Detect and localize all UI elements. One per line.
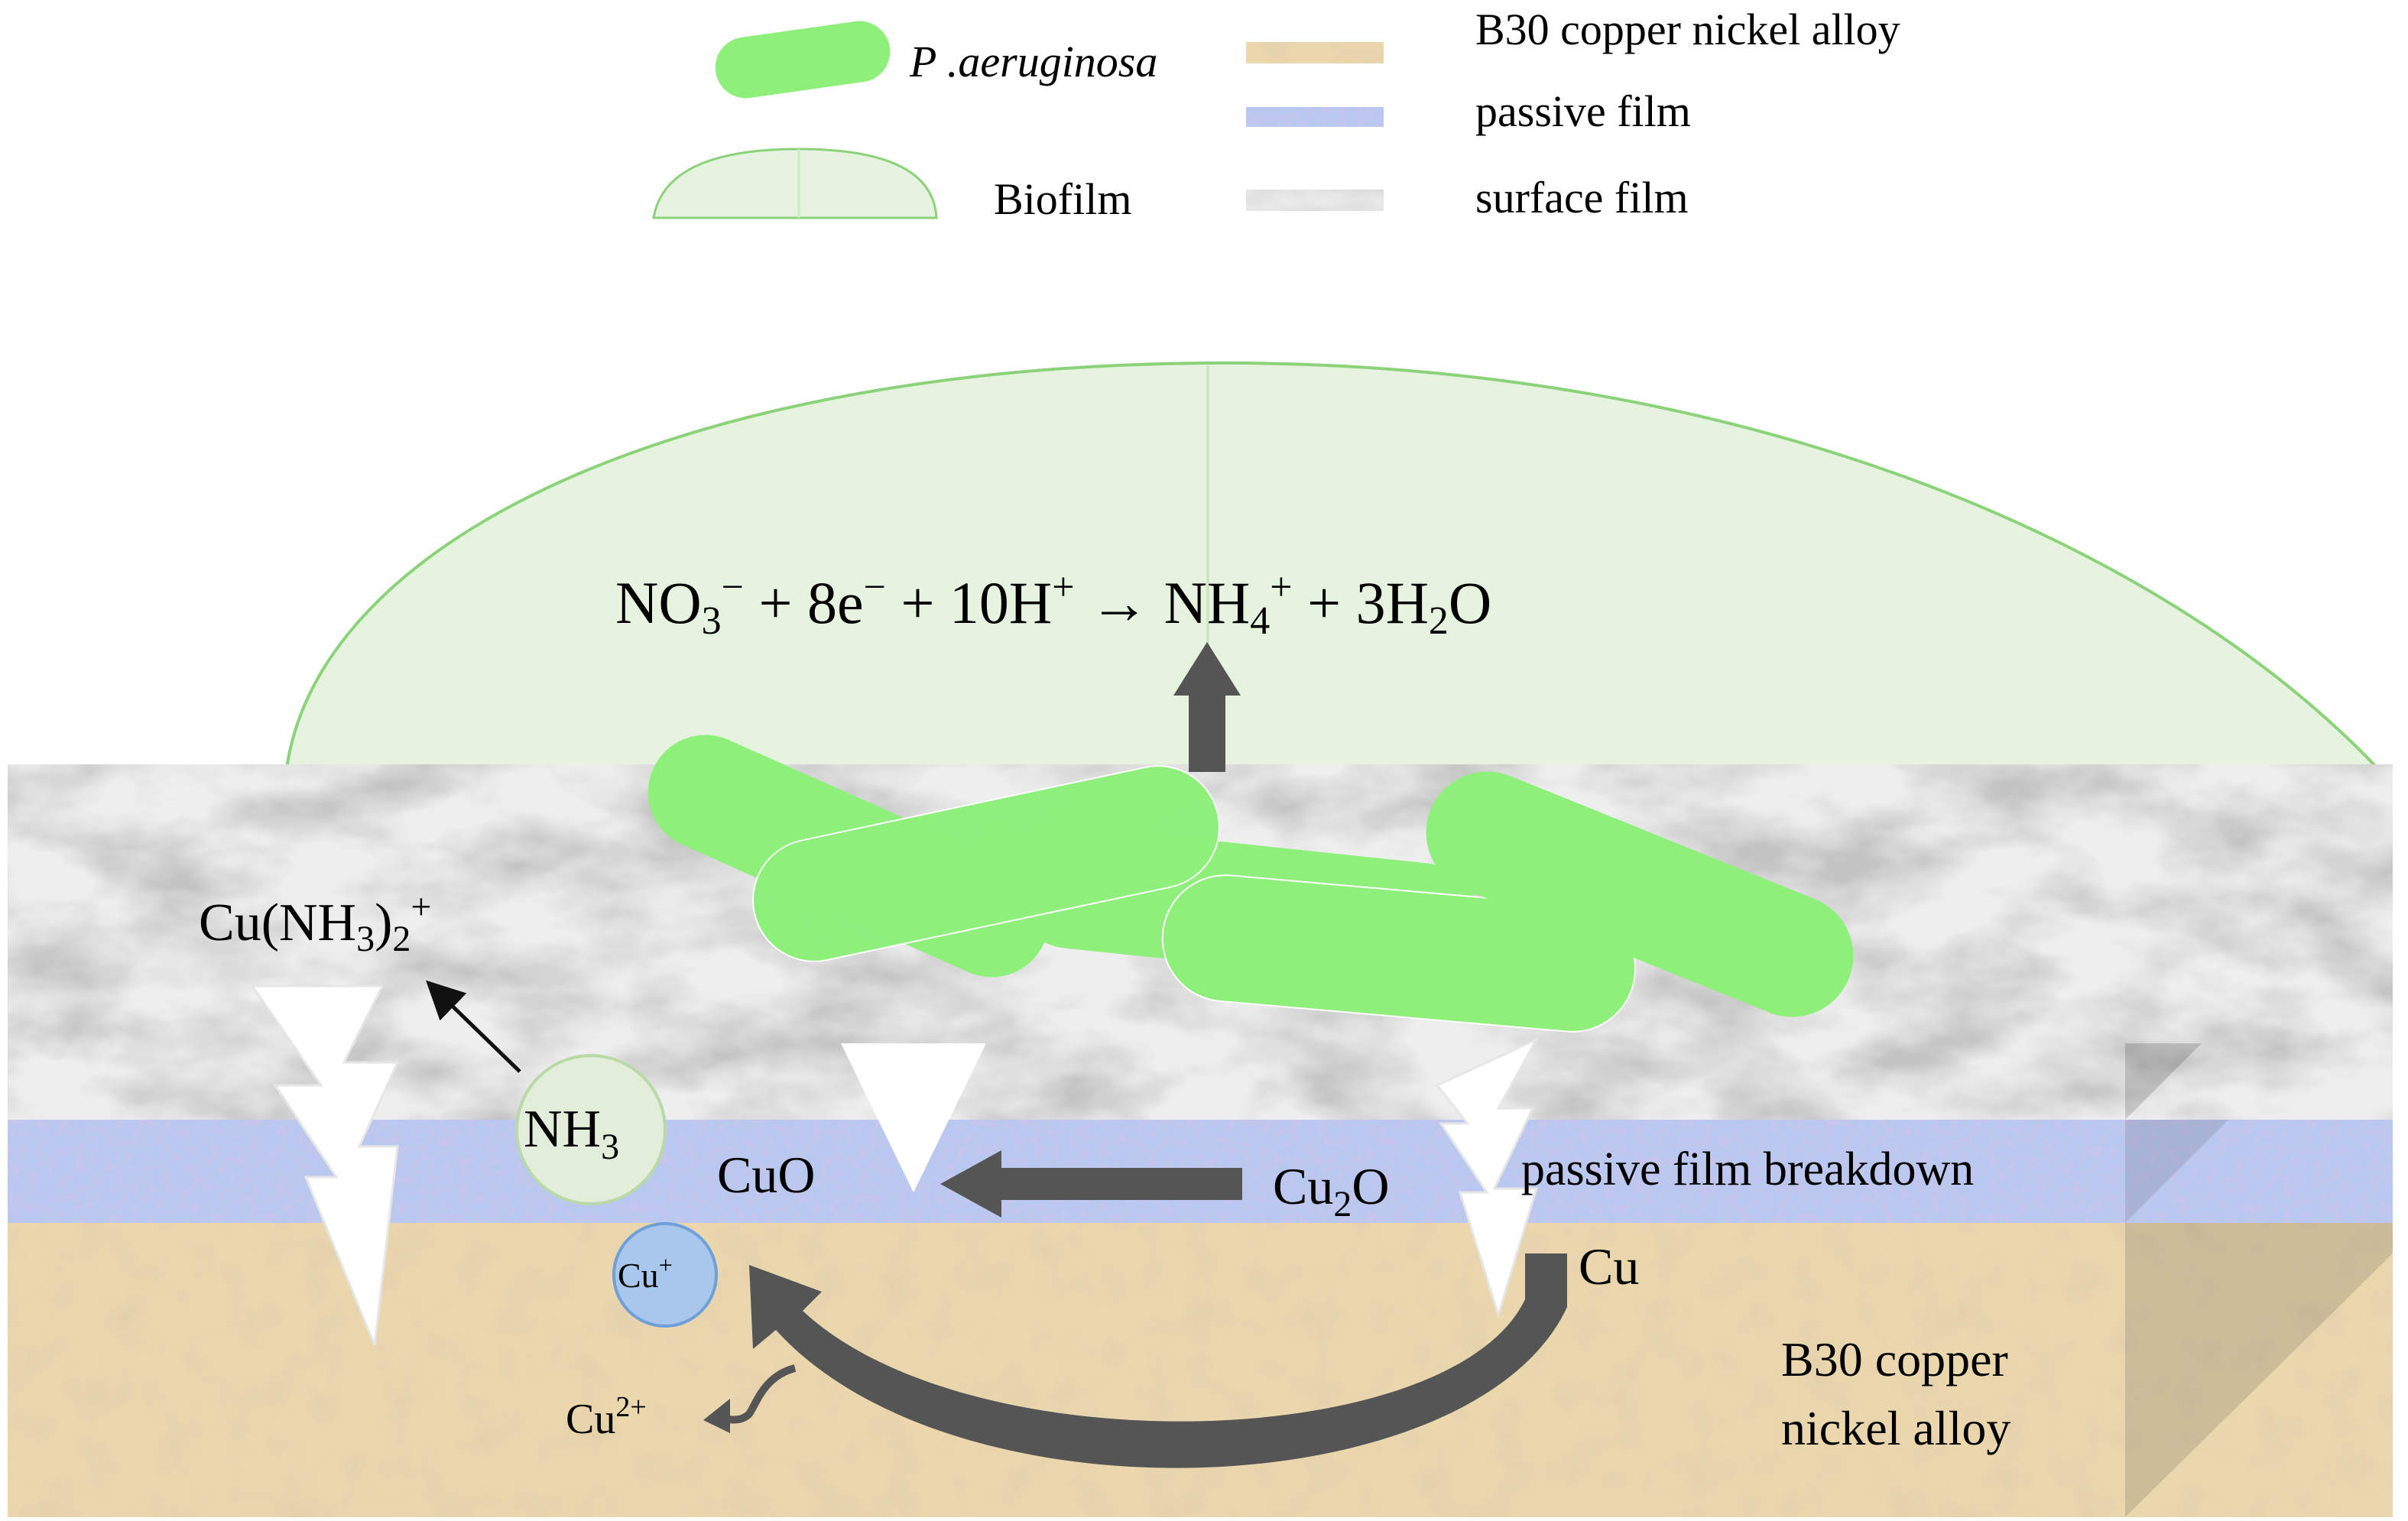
- legend-surface-label: surface film: [1475, 173, 1689, 222]
- cu2o-to-cuo-arrow: [940, 1150, 1242, 1218]
- nh3-to-complex-arrow: [426, 980, 521, 1073]
- lightning-left: [250, 984, 400, 1346]
- alloy-label-line1: B30 copper: [1781, 1332, 2008, 1386]
- biofilm-dome: [284, 361, 2381, 770]
- cu-plus-circle: [612, 1222, 718, 1328]
- reaction-equation: NO3− + 8e− + 10H+ → NH4+ + 3H2O: [615, 566, 1491, 643]
- legend-passive-label: passive film: [1475, 86, 1691, 136]
- pit-center: [841, 1043, 986, 1192]
- up-arrow: [1173, 642, 1241, 772]
- bacteria-cluster: [647, 735, 1854, 1033]
- legend-surface-swatch: [1246, 190, 1384, 211]
- cu-plus-label: Cu+: [618, 1251, 673, 1295]
- legend-passive-swatch: [1246, 107, 1384, 127]
- alloy-label-line2: nickel alloy: [1781, 1401, 2010, 1455]
- bacterium: [752, 765, 1220, 962]
- legend-alloy-swatch: [1246, 42, 1384, 63]
- cu-label: Cu: [1579, 1237, 1639, 1296]
- cuo-label: CuO: [717, 1146, 815, 1204]
- cu-nh3-complex-label: Cu(NH3)2+: [199, 887, 432, 959]
- bacterium: [1426, 771, 1854, 1017]
- legend-bacteria-swatch: [715, 21, 891, 99]
- legend: P .aeruginosa Biofilm B30 copper nickel …: [652, 5, 1900, 224]
- block-side-alloy: [2125, 955, 2393, 1517]
- legend-biofilm-label: Biofilm: [994, 174, 1131, 224]
- cu2-plus-label: Cu2+: [566, 1391, 647, 1443]
- legend-biofilm-swatch: [652, 148, 938, 219]
- nh3-label: NH3: [524, 1100, 619, 1167]
- bacterium: [1161, 874, 1637, 1033]
- nh3-circle: [515, 1054, 667, 1205]
- lightning-right: [1435, 1036, 1540, 1319]
- legend-alloy-label: B30 copper nickel alloy: [1475, 5, 1900, 54]
- block-side-surface: [2125, 764, 2393, 1120]
- legend-bacteria-label: P .aeruginosa: [909, 37, 1157, 86]
- cu2o-label: Cu2O: [1273, 1157, 1389, 1224]
- block-side-passive: [2125, 852, 2393, 1223]
- passive-film-breakdown-label: passive film breakdown: [1521, 1143, 1974, 1195]
- cu-to-cuplus-curved-arrow: [749, 1253, 1567, 1468]
